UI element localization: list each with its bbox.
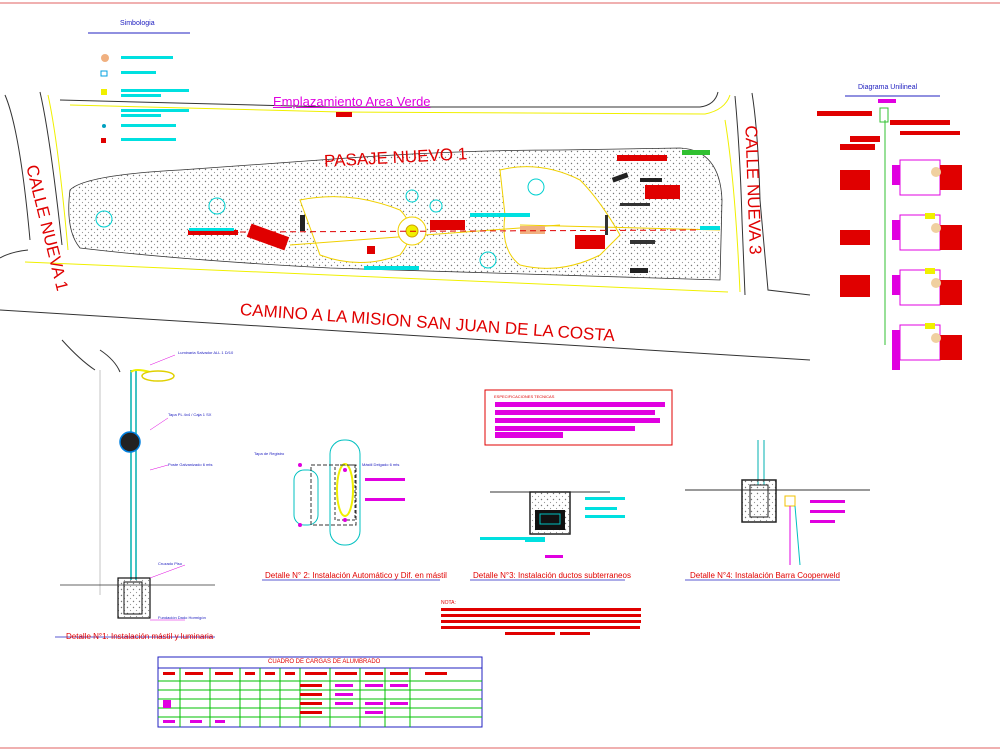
especificaciones-box bbox=[484, 389, 673, 446]
unifilar-diagram bbox=[817, 95, 962, 370]
nota-title: NOTA: bbox=[441, 600, 456, 606]
site-title-scale bbox=[336, 112, 352, 117]
detail-1-mast bbox=[55, 354, 215, 638]
detail-1-title: Detalle N°1: Instalación mástil y lumina… bbox=[66, 632, 214, 641]
d1-fundacion-label: Fundación Dado Hormigón bbox=[158, 615, 206, 620]
detail-2 bbox=[262, 439, 440, 581]
nota-block bbox=[441, 608, 641, 635]
detail-3 bbox=[470, 491, 625, 581]
d1-tapa-label: Tapa PL 4x4 / Caja 1 SX bbox=[168, 412, 212, 417]
especificaciones-title: ESPECIFICACIONES TECNICAS bbox=[494, 394, 555, 399]
detail-2-title: Detalle N° 2: Instalación Automático y D… bbox=[265, 571, 447, 580]
unifilar-title: Diagrama Unilineal bbox=[858, 84, 918, 91]
park-plot bbox=[68, 147, 723, 281]
detail-4-title: Detalle N°4: Instalación Barra Cooperwel… bbox=[690, 571, 840, 580]
simbologia-title: Simbologia bbox=[120, 20, 155, 27]
d2-tapa-label: Tapa de Registro bbox=[254, 451, 285, 456]
site-title: Emplazamiento Area Verde bbox=[273, 94, 431, 109]
d1-poste-label: Poste Galvanizado 6 mts bbox=[168, 462, 213, 467]
cargas-table bbox=[157, 656, 483, 728]
site-streets bbox=[0, 91, 811, 373]
d1-nivel-label: Cruzado Piso bbox=[158, 561, 183, 566]
unifilar-circuits bbox=[840, 159, 962, 370]
table-title: CUADRO DE CARGAS DE ALUMBRADO bbox=[268, 659, 381, 665]
site-curbs bbox=[24, 94, 741, 293]
detail-3-title: Detalle N°3: Instalación ductos subterra… bbox=[473, 571, 631, 580]
d2-mastil-label: Mástil Delgado 6 mts bbox=[362, 462, 400, 467]
detail-4 bbox=[685, 440, 870, 581]
d1-luminaria-label: Luminaria Salvador ALL 1 D/10 bbox=[178, 350, 234, 355]
simbologia-legend bbox=[88, 32, 190, 143]
